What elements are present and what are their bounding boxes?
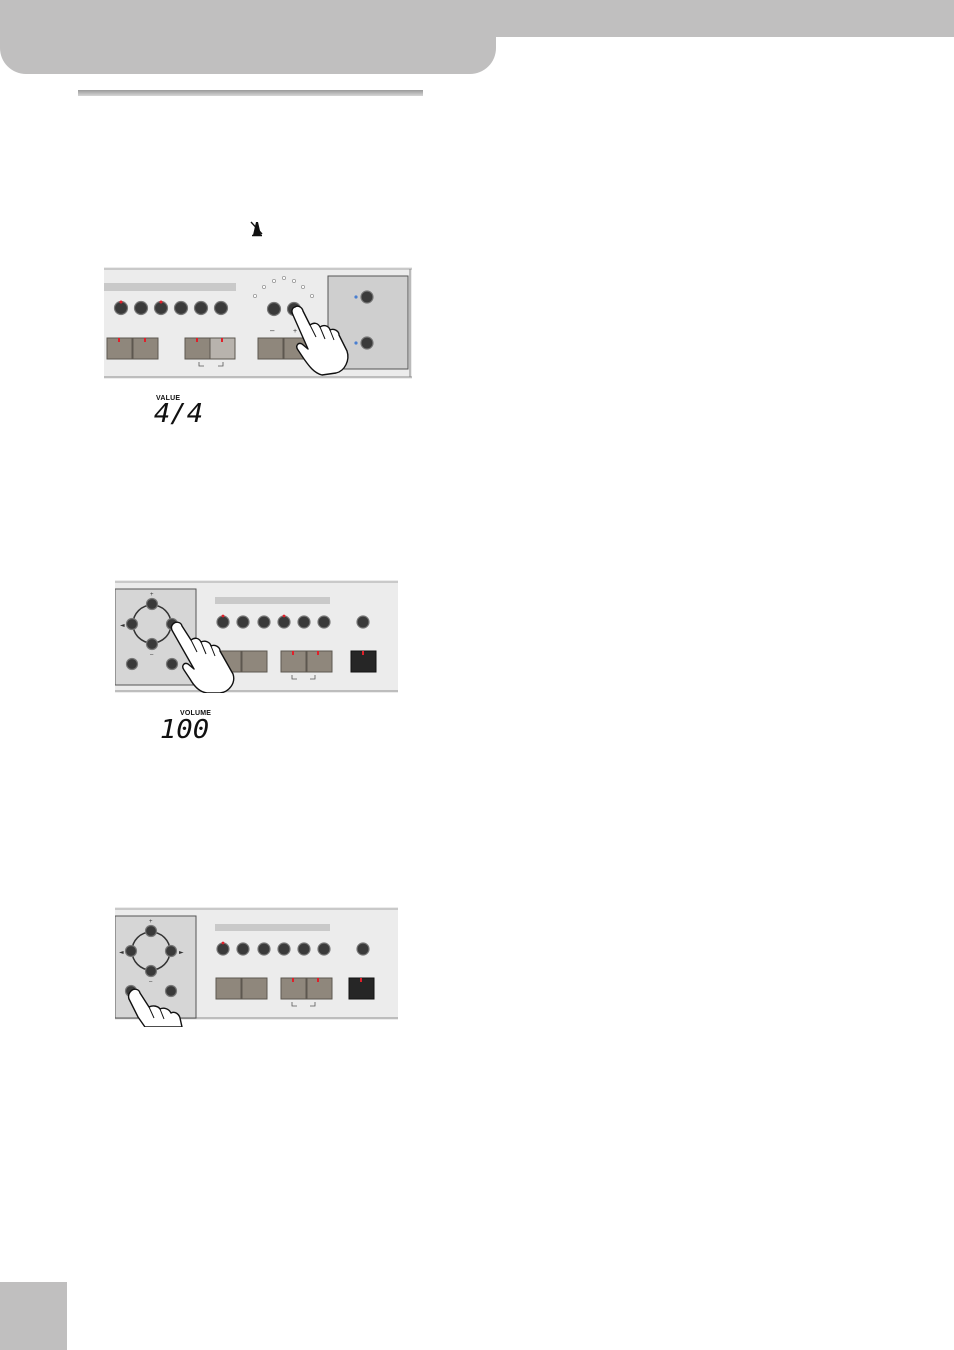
svg-text:+: + xyxy=(150,592,154,598)
metronome-icon xyxy=(248,219,266,237)
svg-text:◄: ◄ xyxy=(119,949,124,956)
plus-label: + xyxy=(293,328,297,335)
panel-illustration-3: + – ◄ ► xyxy=(115,907,398,1027)
section-rule xyxy=(78,90,423,96)
svg-text:►: ► xyxy=(179,949,184,956)
display-1-value: 4/4 xyxy=(154,401,203,427)
panel-illustration-2: + – ◄ xyxy=(115,580,398,693)
panel-label-bar xyxy=(215,597,330,604)
header-tab xyxy=(0,0,496,74)
panel-illustration-1: – + xyxy=(104,267,412,379)
panel-label-bar xyxy=(215,924,330,931)
svg-text:+: + xyxy=(149,919,153,925)
svg-text:◄: ◄ xyxy=(120,622,125,629)
display-2-value: 100 xyxy=(160,717,209,743)
tempo-minus-knob xyxy=(268,303,281,316)
page-number-tab xyxy=(0,1282,67,1350)
minus-label: – xyxy=(270,326,275,335)
panel-label-bar xyxy=(104,283,236,291)
